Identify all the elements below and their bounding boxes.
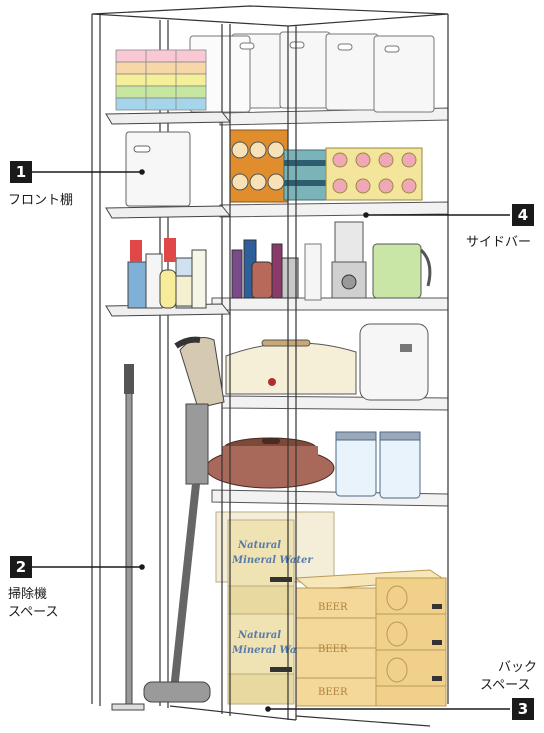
back-shelves [211,107,449,507]
spray-bottles [127,238,207,309]
beer-label-3: BEER [318,687,348,698]
front-shelves [105,111,232,317]
blender [331,221,367,299]
canned-goods [229,129,329,203]
hot-plate [225,339,357,395]
storage-bins [189,31,435,113]
cabinet-frame [91,5,449,727]
callout-2-dot [139,564,145,570]
water-box-label-line1-lower: Natural [237,630,281,641]
cooking-pot [205,437,335,489]
callout-4-dot [363,212,369,218]
callout-3-label-line2: スペース [480,678,531,693]
front-bin [125,131,191,207]
storage-jars [335,431,421,499]
stacked-boxes [115,49,207,111]
callout-1-dot [139,169,145,175]
water-box-label-line2: Mineral Water [231,555,313,566]
callout-2-badge: 2 [10,556,32,578]
beer-label-1: BEER [318,602,348,613]
callout-4-badge: 4 [512,204,534,226]
callout-3-badge: 3 [512,698,534,720]
back-bottles [231,239,322,301]
cup-noodles [325,147,423,201]
water-boxes: Natural Mineral Water Natural Mineral Wa… [215,511,335,705]
callout-4-label: サイドバー [466,235,532,250]
callout-1-badge: 1 [10,161,32,183]
beer-label-2: BEER [318,644,348,655]
water-box-label-line2-lower: Mineral Water [231,645,313,656]
floor-mop [111,364,145,711]
rice-cooker [359,323,429,401]
callout-3-dot [265,706,271,712]
callout-2-label-line2: スペース [8,605,59,620]
stick-vacuum [143,336,225,703]
beer-cases: BEER BEER BEER [294,569,447,707]
electric-kettle [372,243,432,299]
callout-2-label-line1: 掃除機 [8,587,48,602]
callout-3-label-line1: バック [498,660,538,675]
water-box-label-line1: Natural [237,540,281,551]
callout-1-label: フロント棚 [8,193,74,208]
